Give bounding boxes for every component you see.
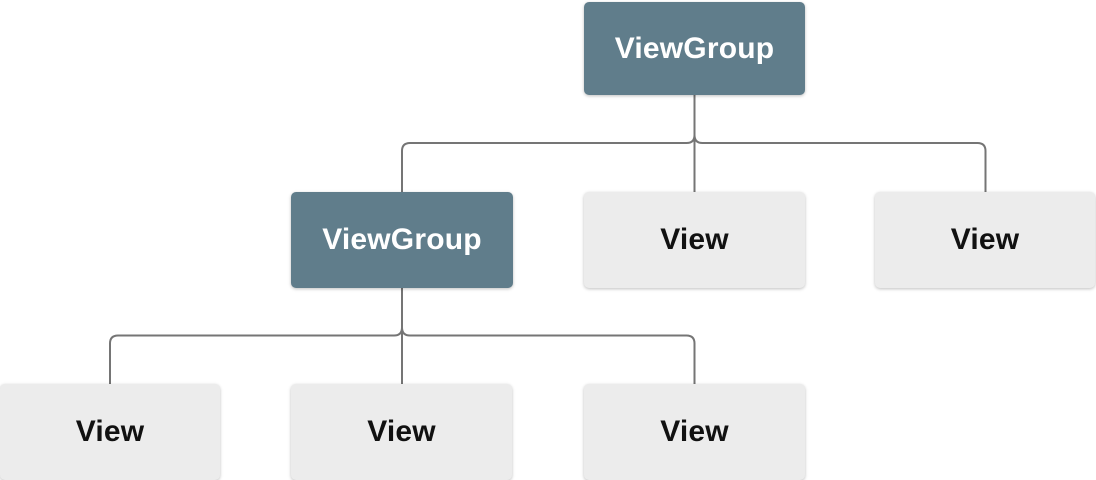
- node-child-view-middle: View: [584, 192, 805, 288]
- node-child-view-right: View: [875, 192, 1095, 288]
- node-grandchild-view-middle-label: View: [367, 415, 436, 448]
- node-grandchild-view-right-label: View: [660, 415, 729, 448]
- connector-viewgroup-to-grandchild-right: [401, 288, 696, 384]
- connector-viewgroup-to-grandchild-left: [109, 288, 403, 384]
- node-grandchild-view-left-label: View: [75, 415, 145, 448]
- connector-root-to-child-viewgroup: [401, 95, 696, 192]
- node-grandchild-view-left: View: [0, 384, 220, 480]
- connector-root-to-child-view-right: [693, 95, 987, 192]
- node-grandchild-view-right: View: [584, 384, 805, 480]
- node-child-viewgroup-label: ViewGroup: [322, 223, 482, 256]
- node-child-view-middle-label: View: [660, 223, 729, 256]
- node-root-viewgroup-label: ViewGroup: [614, 31, 775, 65]
- node-child-viewgroup: ViewGroup: [291, 192, 513, 288]
- node-grandchild-view-middle: View: [291, 384, 512, 480]
- node-root-viewgroup: ViewGroup: [584, 2, 805, 95]
- node-child-view-right-label: View: [950, 223, 1020, 256]
